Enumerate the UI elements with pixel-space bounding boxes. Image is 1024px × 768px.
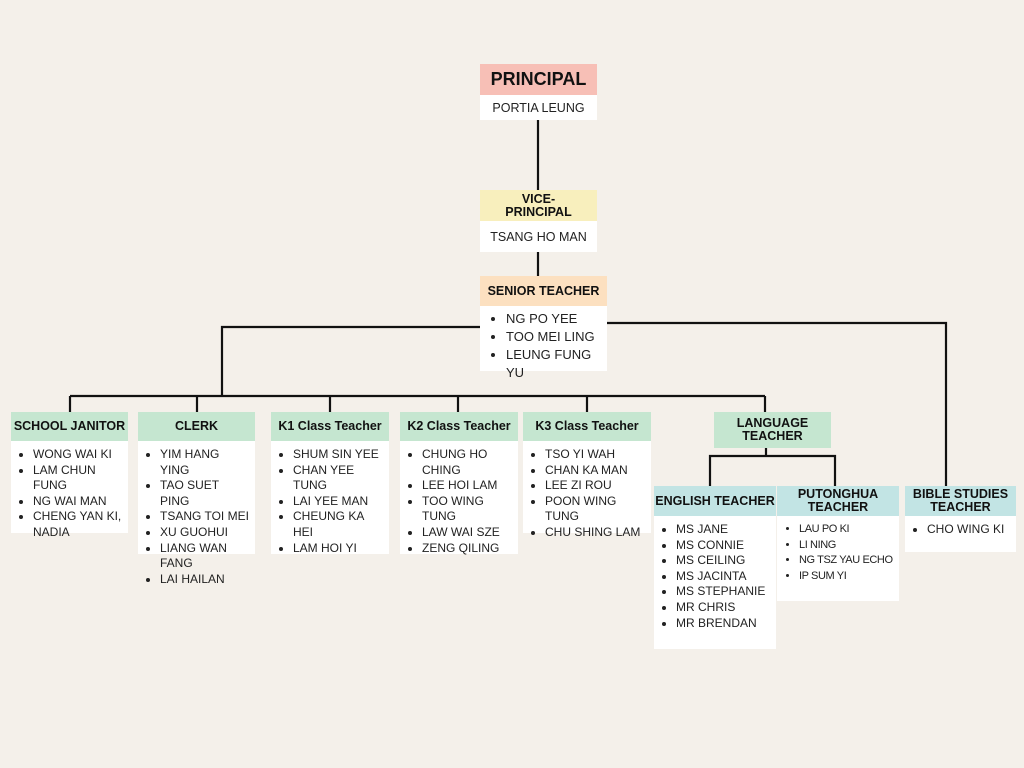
language-teacher-node: LANGUAGE TEACHER — [714, 412, 831, 448]
member: POON WING TUNG — [545, 494, 647, 525]
vice-principal-name: TSANG HO MAN — [480, 221, 597, 252]
group-title: SCHOOL JANITOR — [11, 412, 128, 441]
member: CHU SHING LAM — [545, 525, 647, 541]
member: MS STEPHANIE — [676, 584, 772, 600]
member: MR BRENDAN — [676, 616, 772, 632]
senior-teacher-title: SENIOR TEACHER — [480, 276, 607, 306]
group-title: K3 Class Teacher — [523, 412, 651, 441]
language-teacher-title: LANGUAGE TEACHER — [714, 412, 831, 448]
member: WONG WAI KI — [33, 447, 124, 463]
member: NG WAI MAN — [33, 494, 124, 510]
member: LAW WAI SZE — [422, 525, 514, 541]
member: ZENG QILING — [422, 541, 514, 557]
member: CHENG YAN KI, NADIA — [33, 509, 124, 540]
member: MS CONNIE — [676, 538, 772, 554]
group-node: K2 Class TeacherCHUNG HO CHINGLEE HOI LA… — [400, 412, 518, 557]
member: NG PO YEE — [506, 310, 603, 328]
member: LEUNG FUNG YU — [506, 346, 603, 382]
member: MS JACINTA — [676, 569, 772, 585]
member: SHUM SIN YEE — [293, 447, 385, 463]
member: TSO YI WAH — [545, 447, 647, 463]
member: IP SUM YI — [799, 569, 895, 585]
english-teacher-node: ENGLISH TEACHER MS JANEMS CONNIEMS CEILI… — [654, 486, 776, 649]
principal-node: PRINCIPAL PORTIA LEUNG — [480, 64, 597, 120]
member: LIANG WAN FANG — [160, 541, 251, 572]
member: LAU PO KI — [799, 522, 895, 538]
group-title: K1 Class Teacher — [271, 412, 389, 441]
principal-name: PORTIA LEUNG — [480, 95, 597, 120]
member: NG TSZ YAU ECHO — [799, 553, 895, 569]
member: TOO WING TUNG — [422, 494, 514, 525]
member: TOO MEI LING — [506, 328, 603, 346]
principal-title: PRINCIPAL — [480, 64, 597, 95]
english-teacher-title: ENGLISH TEACHER — [654, 486, 776, 516]
member: MS JANE — [676, 522, 772, 538]
group-node: CLERK YIM HANG YINGTAO SUET PINGTSANG TOI… — [138, 412, 255, 586]
member: CHAN KA MAN — [545, 463, 647, 479]
member: CHAN YEE TUNG — [293, 463, 385, 494]
member: LI NING — [799, 538, 895, 554]
member: LAI HAILAN — [160, 572, 251, 588]
group-title: CLERK — [138, 412, 255, 441]
senior-teacher-node: SENIOR TEACHER NG PO YEE TOO MEI LING LE… — [480, 276, 607, 380]
member: LEE HOI LAM — [422, 478, 514, 494]
member: LAM HOI YI — [293, 541, 385, 557]
member: XU GUOHUI — [160, 525, 251, 541]
member: LEE ZI ROU — [545, 478, 647, 494]
member: MS CEILING — [676, 553, 772, 569]
group-node: SCHOOL JANITOR WONG WAI KILAM CHUN FUNGNG… — [11, 412, 128, 539]
vice-principal-title: VICE-PRINCIPAL — [480, 190, 597, 221]
member: LAM CHUN FUNG — [33, 463, 124, 494]
group-title: K2 Class Teacher — [400, 412, 518, 441]
putonghua-teacher-node: PUTONGHUA TEACHER LAU PO KILI NINGNG TSZ… — [777, 486, 899, 601]
bible-studies-teacher-node: BIBLE STUDIES TEACHER CHO WING KI — [905, 486, 1016, 552]
member: LAI YEE MAN — [293, 494, 385, 510]
member: CHUNG HO CHING — [422, 447, 514, 478]
group-node: K3 Class TeacherTSO YI WAHCHAN KA MANLEE… — [523, 412, 651, 539]
vice-principal-node: VICE-PRINCIPAL TSANG HO MAN — [480, 190, 597, 252]
member: CHO WING KI — [927, 522, 1012, 538]
member: TAO SUET PING — [160, 478, 251, 509]
member: CHEUNG KA HEI — [293, 509, 385, 540]
member: YIM HANG YING — [160, 447, 251, 478]
group-node: K1 Class TeacherSHUM SIN YEECHAN YEE TUN… — [271, 412, 389, 557]
member: MR CHRIS — [676, 600, 772, 616]
putonghua-teacher-title: PUTONGHUA TEACHER — [777, 486, 899, 516]
member: TSANG TOI MEI — [160, 509, 251, 525]
bible-teacher-title: BIBLE STUDIES TEACHER — [905, 486, 1016, 516]
